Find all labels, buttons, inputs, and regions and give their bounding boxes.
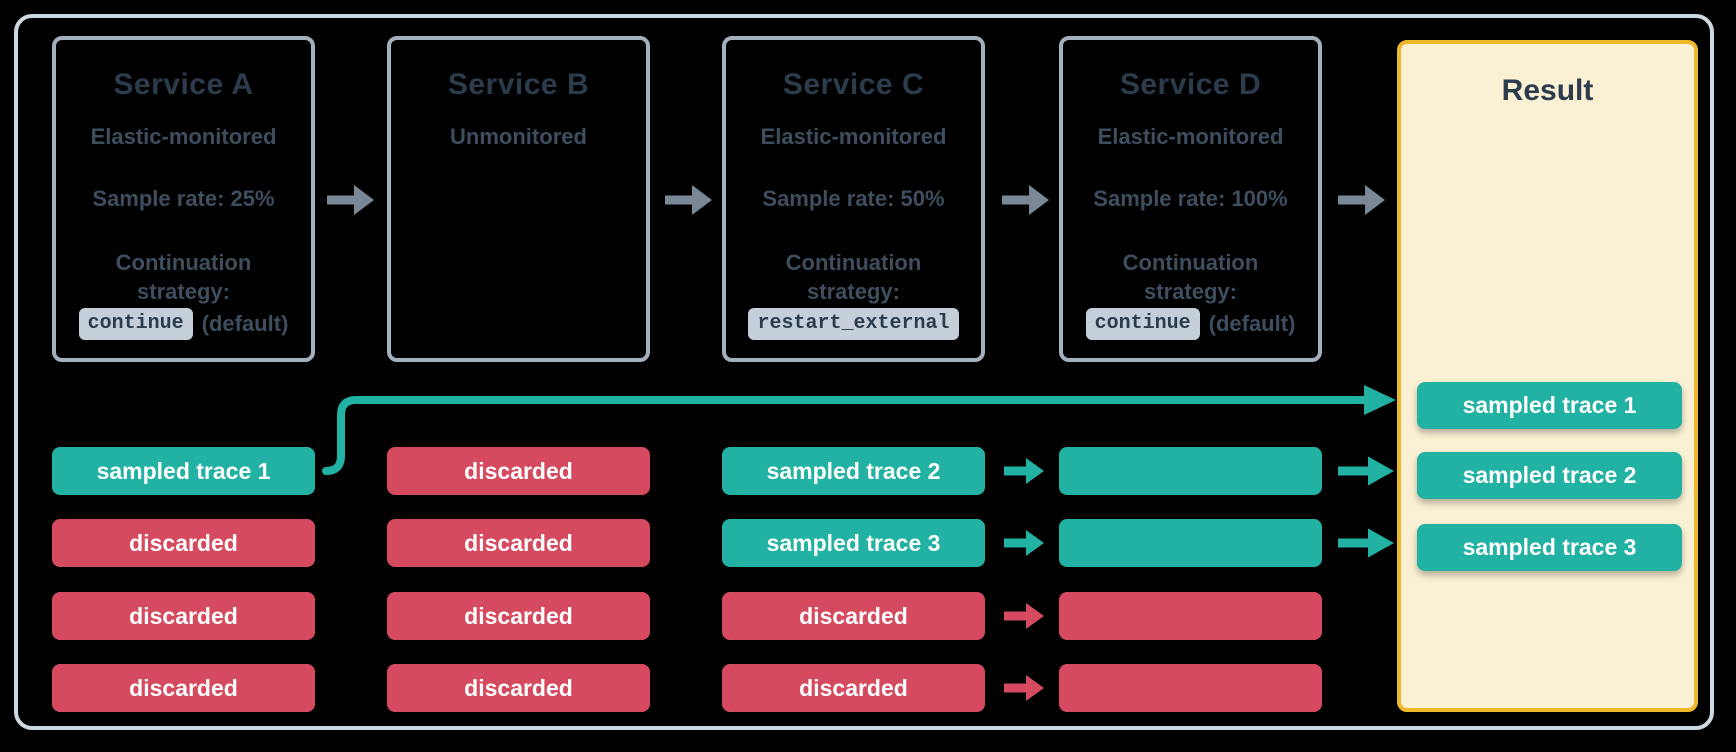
service-d-monitoring: Elastic-monitored [1097,124,1284,149]
service-d-box: Service D Elastic-monitored Sample rate:… [1059,36,1322,362]
trace-c-row2-sampled: sampled trace 3 [722,519,985,567]
trace-c-row4-discarded: discarded [722,664,985,712]
trace-b-row3-discarded: discarded [387,592,650,640]
trace-b-row1-discarded: discarded [387,447,650,495]
service-a-strategy-suffix: (default) [201,311,289,336]
trace-c-row1-sampled: sampled trace 2 [722,447,985,495]
service-c-monitoring: Elastic-monitored [760,124,947,149]
service-c-sample-rate: Sample rate: 50% [762,186,945,211]
service-b-box: Service B Unmonitored [387,36,650,362]
service-a-strategy-row: continue (default) [56,308,311,340]
result-title: Result [1501,74,1594,107]
diagram-outer-frame [14,14,1714,730]
result-box: Result sampled trace 1 sampled trace 2 s… [1397,40,1698,712]
trace-d-row2-sampled-blank [1059,519,1322,567]
service-a-box: Service A Elastic-monitored Sample rate:… [52,36,315,362]
service-d-strategy-code-chip: continue [1085,308,1200,340]
service-d-title: Service D [1119,68,1262,101]
service-a-continuation-line1: Continuation [115,250,252,275]
result-row-sampled-trace-3: sampled trace 3 [1417,524,1682,571]
trace-a-row1-sampled: sampled trace 1 [52,447,315,495]
service-a-sample-rate: Sample rate: 25% [92,186,275,211]
trace-d-row3-discarded-blank [1059,592,1322,640]
trace-b-row2-discarded: discarded [387,519,650,567]
trace-a-row3-discarded: discarded [52,592,315,640]
service-c-continuation-line1: Continuation [785,250,922,275]
result-row-sampled-trace-1: sampled trace 1 [1417,382,1682,429]
service-d-sample-rate: Sample rate: 100% [1093,186,1288,211]
result-row-sampled-trace-2: sampled trace 2 [1417,452,1682,499]
trace-c-row3-discarded: discarded [722,592,985,640]
service-c-strategy-code-chip: restart_external [748,308,959,340]
trace-a-row2-discarded: discarded [52,519,315,567]
service-d-continuation-line2: strategy: [1144,279,1237,304]
service-d-strategy-row: continue (default) [1063,308,1318,340]
trace-d-row1-sampled-blank [1059,447,1322,495]
service-a-monitoring: Elastic-monitored [90,124,277,149]
service-b-title: Service B [447,68,590,101]
service-c-continuation-line2: strategy: [807,279,900,304]
service-d-strategy-suffix: (default) [1208,311,1296,336]
trace-a-row4-discarded: discarded [52,664,315,712]
service-a-strategy-code-chip: continue [78,308,193,340]
service-d-continuation-line1: Continuation [1122,250,1259,275]
service-c-strategy-row: restart_external [726,308,981,340]
trace-b-row4-discarded: discarded [387,664,650,712]
service-c-title: Service C [782,68,925,101]
trace-d-row4-discarded-blank [1059,664,1322,712]
service-a-title: Service A [113,68,254,101]
service-b-monitoring: Unmonitored [450,124,587,149]
service-c-box: Service C Elastic-monitored Sample rate:… [722,36,985,362]
service-a-continuation-line2: strategy: [137,279,230,304]
